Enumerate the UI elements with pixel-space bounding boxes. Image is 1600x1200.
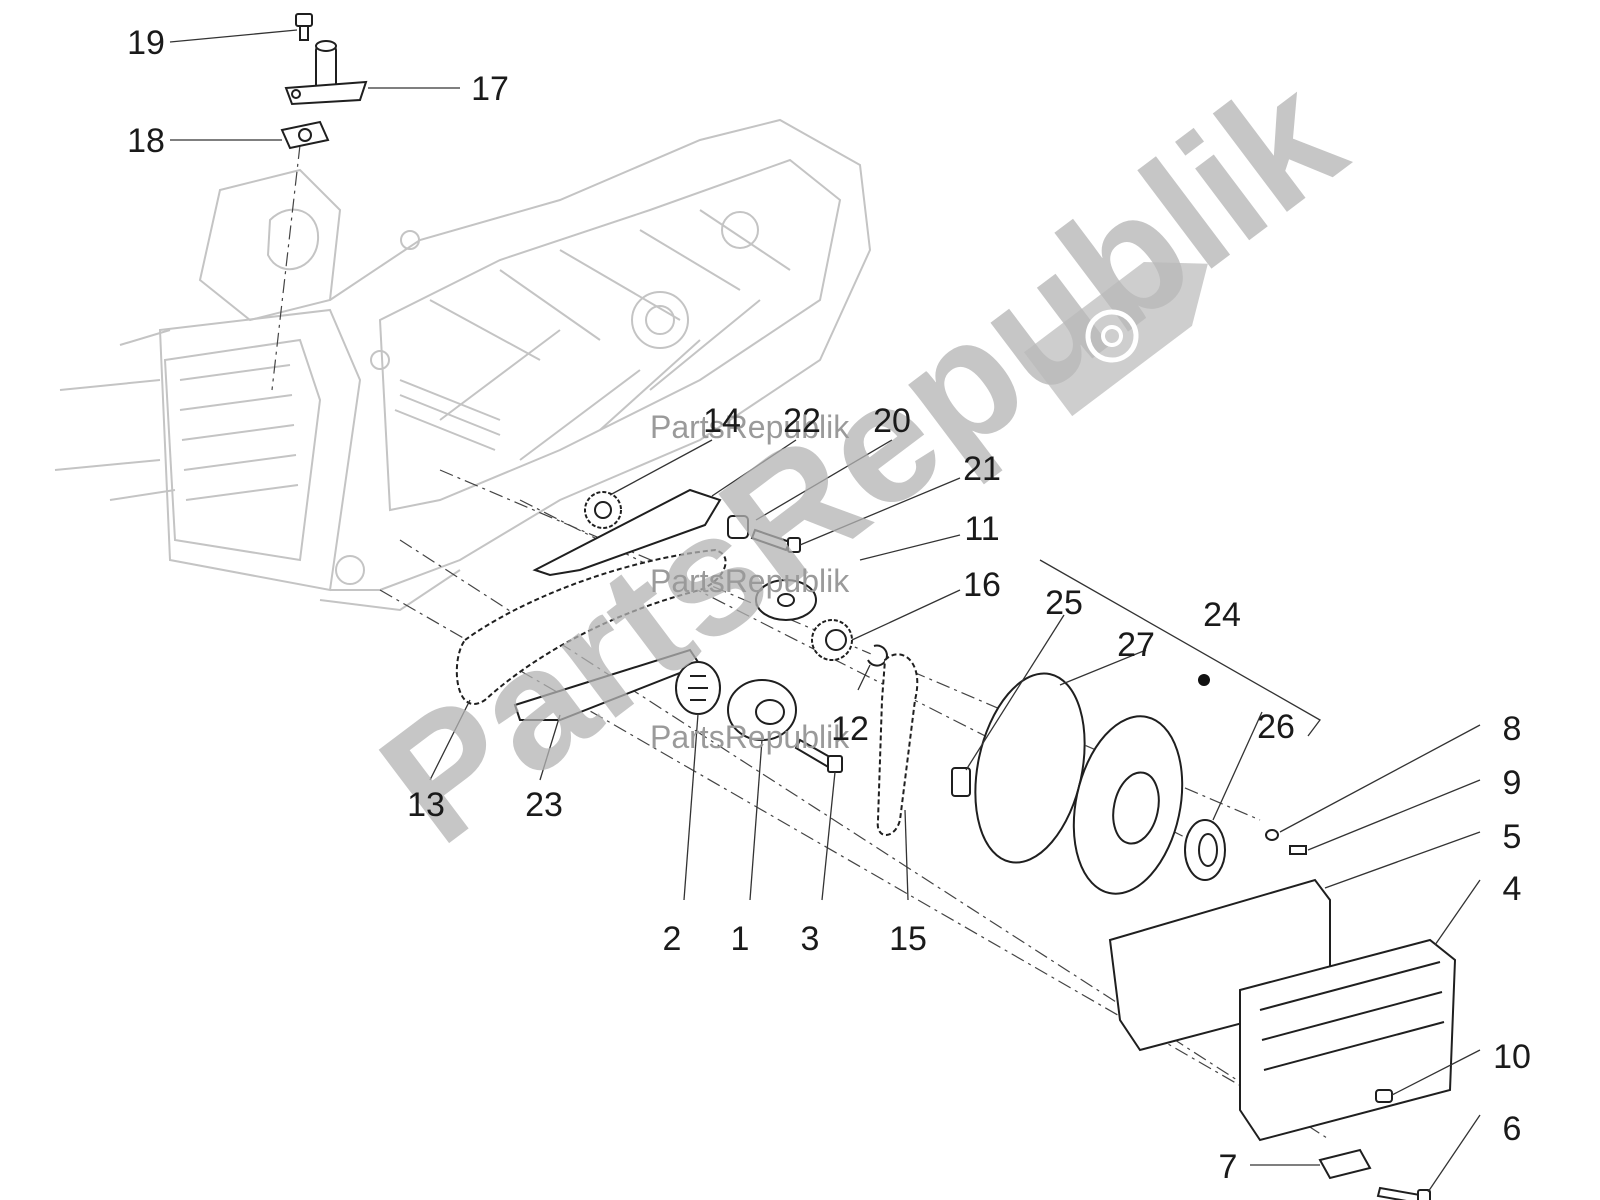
callout-21: 21 (963, 450, 1001, 488)
callout-8: 8 (1503, 710, 1522, 748)
callout-15: 15 (889, 920, 927, 958)
callout-11: 11 (964, 510, 999, 548)
part-15-chain (876, 653, 919, 836)
watermark-big-text: PartsRepublik (348, 40, 1376, 880)
part-20-bushing (727, 515, 749, 539)
callout-17: 17 (471, 70, 509, 108)
part-9-screw (1289, 845, 1307, 855)
part-24-cover (1072, 674, 1210, 895)
callout-24: 24 (1203, 596, 1241, 634)
callout-14: 14 (703, 402, 741, 440)
crankcase (54, 118, 872, 612)
callout-12: 12 (831, 710, 869, 748)
callout-labels: 1 2 3 4 5 6 7 8 9 10 11 12 13 14 15 16 1… (127, 24, 1531, 1186)
part-19-bolt (295, 13, 313, 41)
watermark-small-1: PartsRepublik (650, 409, 850, 445)
callout-26: 26 (1257, 708, 1295, 746)
part-23-guide (513, 648, 702, 721)
callout-18: 18 (127, 122, 165, 160)
callout-25: 25 (1045, 584, 1083, 622)
part-3-bolt (794, 738, 843, 773)
callout-27: 27 (1117, 626, 1155, 664)
part-22-guide (532, 488, 722, 577)
part-26-seal (1184, 819, 1226, 881)
callout-20: 20 (873, 402, 911, 440)
callout-5: 5 (1503, 818, 1522, 856)
watermark: PartsRepublik PartsRepublik PartsRepubli… (348, 40, 1376, 880)
watermark-small-3: PartsRepublik (650, 719, 850, 755)
part-washer (755, 579, 817, 621)
part-14-sprocket (584, 491, 622, 529)
callout-3: 3 (801, 920, 820, 958)
part-16-sprocket (811, 619, 853, 661)
part-1-oil-pump (727, 679, 797, 741)
callout-9: 9 (1503, 764, 1522, 802)
part-25-clip (951, 767, 971, 797)
callout-10: 10 (1493, 1038, 1531, 1076)
callout-4: 4 (1503, 870, 1522, 908)
callout-13: 13 (407, 786, 445, 824)
watermark-small-2: PartsRepublik (650, 563, 850, 599)
part-2-plate (675, 661, 721, 715)
callout-1: 1 (731, 920, 750, 958)
bracket-24 (1039, 559, 1321, 737)
watermark-gear-icon (1024, 261, 1208, 417)
callout-6: 6 (1503, 1110, 1522, 1148)
part-21-bolt (750, 528, 801, 553)
callout-7: 7 (1219, 1148, 1238, 1186)
part-10-plug (1375, 1089, 1393, 1103)
part-12-circlip (867, 644, 888, 667)
callout-19: 19 (127, 24, 165, 62)
leader-lines (169, 29, 1481, 1193)
part-8-washer (1265, 829, 1279, 841)
part-6-bolt (1376, 1186, 1431, 1200)
callout-23: 23 (525, 786, 563, 824)
part-17-tensioner (284, 40, 368, 106)
callout-2: 2 (663, 920, 682, 958)
part-18-gasket (280, 120, 330, 150)
callout-22: 22 (783, 402, 821, 440)
part-7-bracket (1318, 1148, 1372, 1180)
callout-16: 16 (963, 566, 1001, 604)
